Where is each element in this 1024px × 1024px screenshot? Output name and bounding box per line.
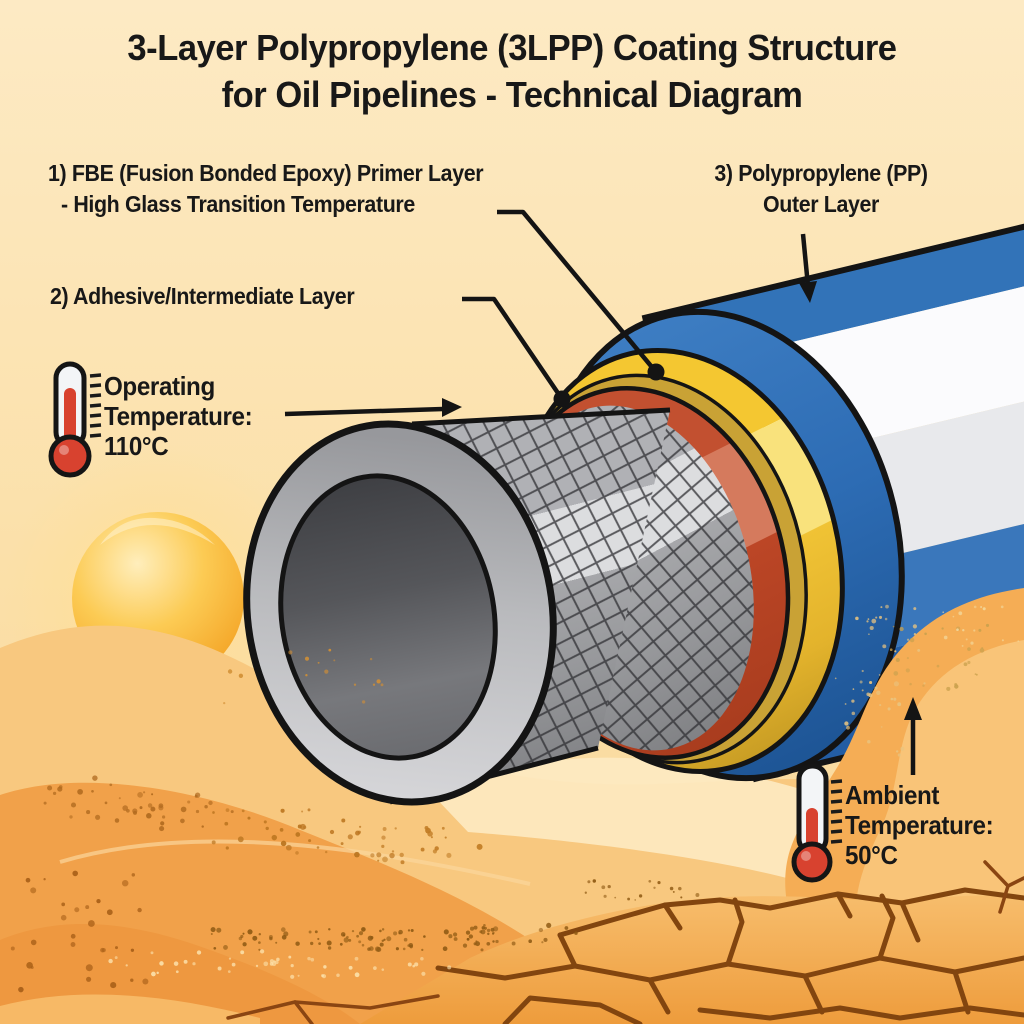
label-pp-outer-layer: 3) Polypropylene (PP) Outer Layer: [679, 158, 964, 220]
ambient-temp-label-2: Temperature:: [845, 810, 994, 840]
label-fbe-line-2: - High Glass Transition Temperature: [61, 191, 415, 217]
arrowhead-ambient: [904, 697, 922, 720]
leader-dot-adhesive: [553, 390, 571, 408]
crack-lines-small: [226, 860, 1024, 1024]
diagram-title: 3-Layer Polypropylene (3LPP) Coating Str…: [20, 24, 1003, 118]
title-line-2: for Oil Pipelines - Technical Diagram: [221, 74, 803, 115]
thermometer-icon: [791, 763, 843, 883]
label-pp-line-2: Outer Layer: [763, 191, 879, 217]
arrowhead-pp: [799, 281, 817, 303]
thermometer-icon: [48, 361, 102, 478]
cracked-earth: [226, 860, 1024, 1024]
pipe-bore: [278, 473, 498, 761]
arrowhead-operating: [442, 398, 462, 417]
sand-speckles: [10, 604, 1020, 993]
annotations: [284, 209, 922, 775]
arrow-pp: [800, 233, 811, 287]
operating-temp-value: 110°C: [104, 431, 169, 461]
ambient-temp-label-1: Ambient: [845, 780, 940, 810]
label-pp-line-1: 3) Polypropylene (PP): [714, 160, 928, 186]
operating-temp-label-1: Operating: [104, 371, 215, 401]
label-adhesive-layer: 2) Adhesive/Intermediate Layer: [50, 281, 355, 312]
label-fbe-line-1: 1) FBE (Fusion Bonded Epoxy) Primer Laye…: [48, 160, 484, 186]
ambient-temperature-callout: Ambient Temperature: 50°C: [845, 780, 994, 870]
leader-line-adhesive: [462, 296, 564, 401]
operating-temp-label-2: Temperature:: [104, 401, 253, 431]
crack-lines: [435, 887, 1024, 1024]
label-adhesive-line-1: 2) Adhesive/Intermediate Layer: [50, 283, 355, 309]
leader-line-fbe: [497, 209, 658, 374]
title-line-1: 3-Layer Polypropylene (3LPP) Coating Str…: [127, 27, 897, 68]
leader-dot-fbe: [647, 363, 665, 381]
label-fbe-primer-layer: 1) FBE (Fusion Bonded Epoxy) Primer Laye…: [48, 158, 484, 220]
arrow-operating: [284, 406, 444, 417]
operating-temperature-callout: Operating Temperature: 110°C: [104, 371, 253, 461]
ambient-temp-value: 50°C: [845, 840, 898, 870]
